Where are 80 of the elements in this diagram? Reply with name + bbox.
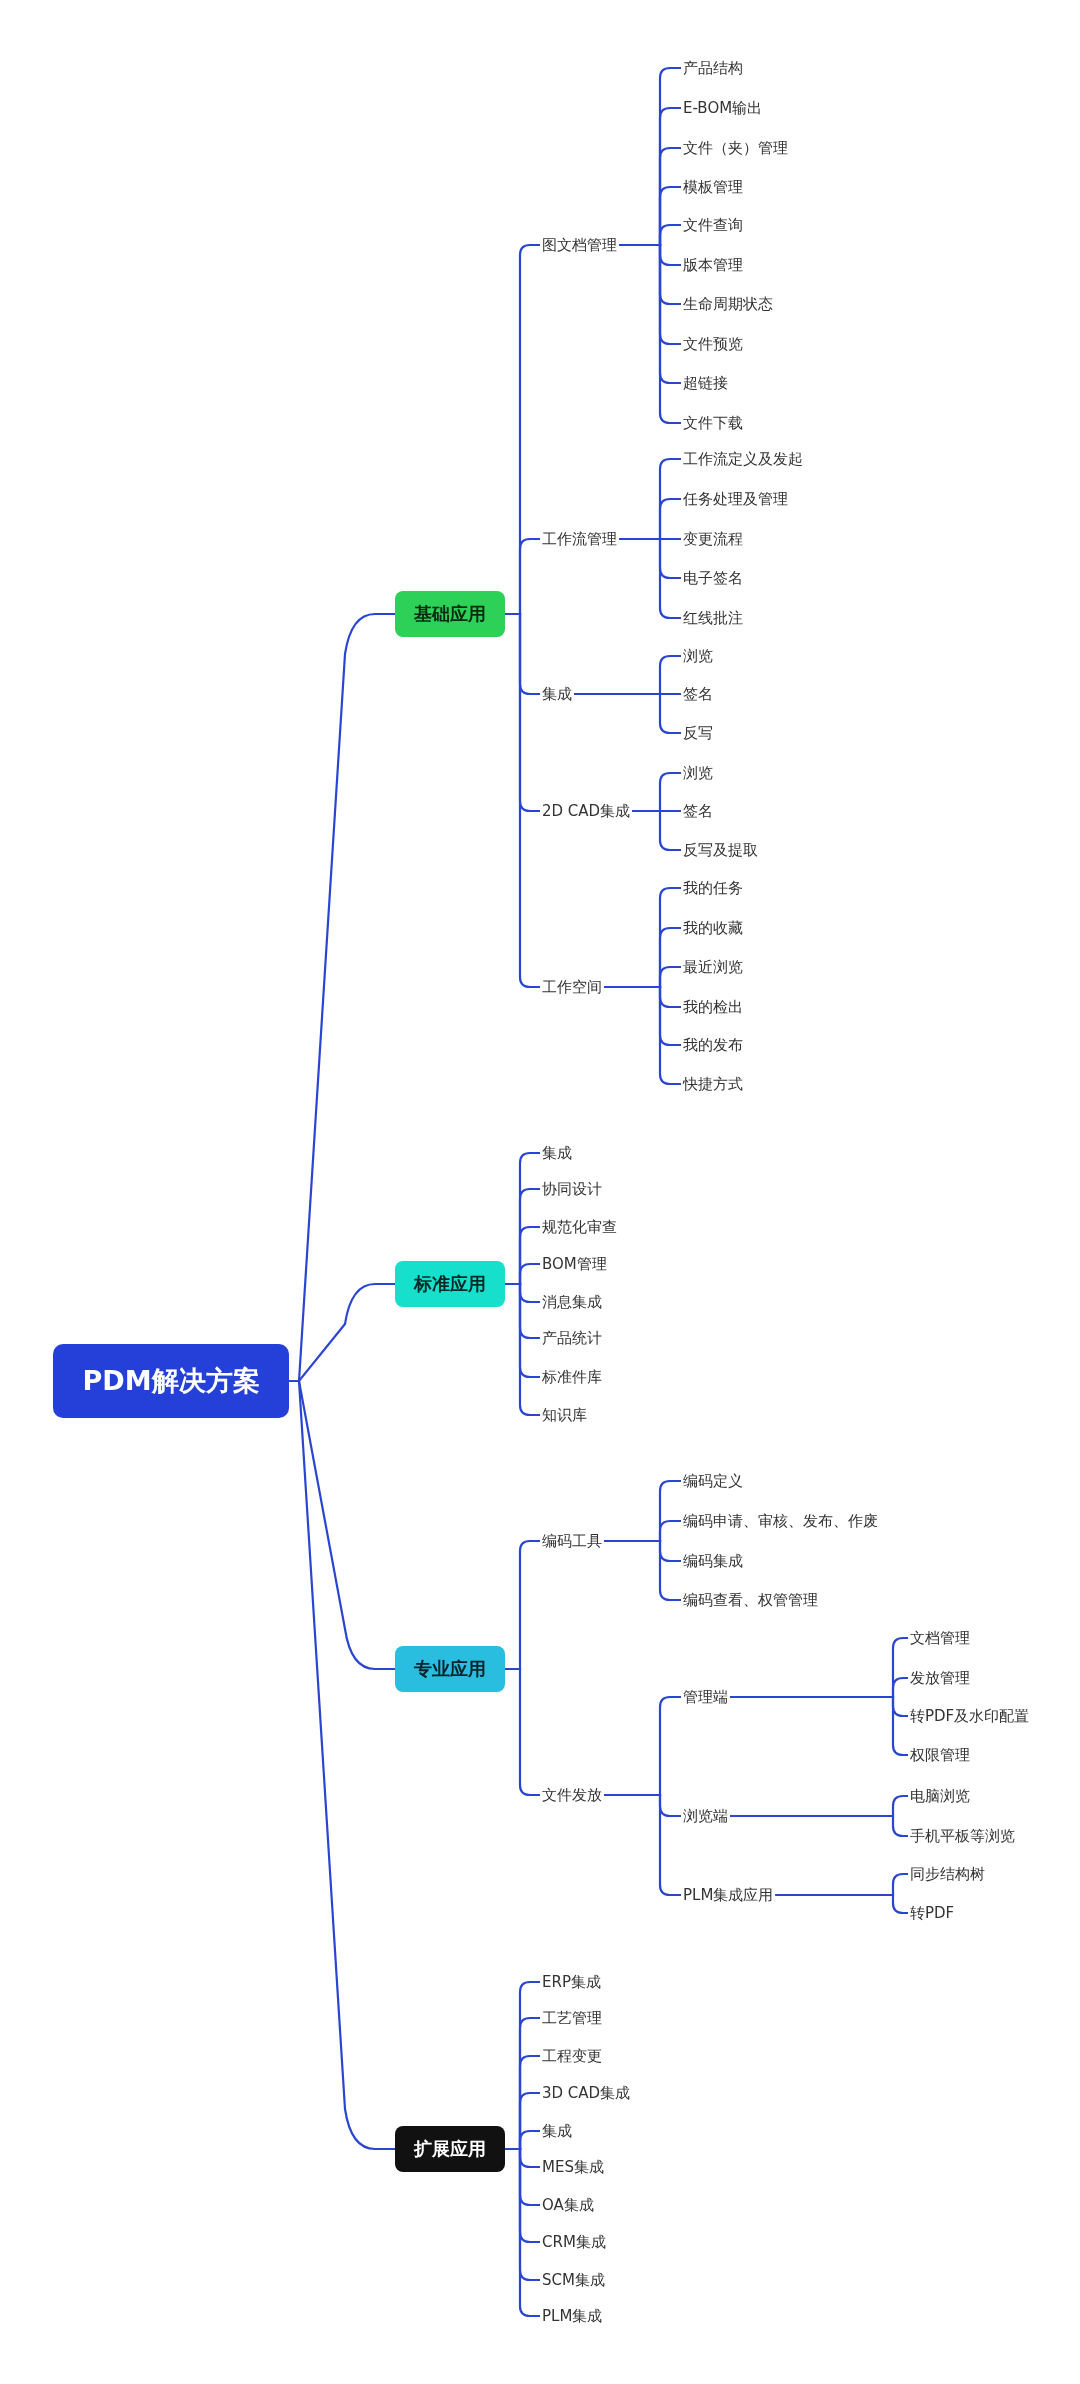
topic-label: 文件查询 (681, 213, 745, 237)
topic-label: 工艺管理 (540, 2006, 604, 2030)
topic-label: 浏览 (681, 644, 715, 668)
branch-connector (574, 692, 681, 735)
branch-connector (730, 1814, 908, 1838)
topic-label: 电子签名 (681, 566, 745, 590)
topic-label: 签名 (681, 799, 715, 823)
topic-label: 我的检出 (681, 995, 745, 1019)
topic-label: 文件下载 (681, 411, 745, 435)
topic-label: 快捷方式 (681, 1072, 745, 1096)
topic-label: 模板管理 (681, 175, 745, 199)
subtopic-label: 集成 (540, 682, 574, 706)
topic-label: 电脑浏览 (908, 1784, 972, 1808)
branch-connector (632, 809, 681, 852)
topic-label: 我的任务 (681, 876, 745, 900)
topic-label: 最近浏览 (681, 955, 745, 979)
topic-label: 签名 (681, 682, 715, 706)
topic-label: 转PDF (908, 1901, 957, 1925)
branch-connector (775, 1893, 908, 1915)
topic-label: SCM集成 (540, 2268, 607, 2292)
subtopic-label: 管理端 (681, 1685, 730, 1709)
topic-label: 版本管理 (681, 253, 745, 277)
branch-topic-box: 基础应用 (395, 591, 505, 637)
topic-label: 集成 (540, 1141, 574, 1165)
subtopic-label: 编码工具 (540, 1529, 604, 1553)
branch-topic-box: 扩展应用 (395, 2126, 505, 2172)
topic-label: 权限管理 (908, 1743, 972, 1767)
topic-label: 转PDF及水印配置 (908, 1704, 1032, 1728)
topic-label: 文件（夹）管理 (681, 136, 790, 160)
subtopic-label: 工作流管理 (540, 527, 619, 551)
topic-label: 消息集成 (540, 1290, 604, 1314)
branch-connector (604, 1539, 681, 1602)
subtopic-label: 工作空间 (540, 975, 604, 999)
topic-label: BOM管理 (540, 1252, 609, 1276)
topic-label: 规范化审查 (540, 1215, 619, 1239)
branch-connector (505, 612, 540, 989)
topic-label: 同步结构树 (908, 1862, 987, 1886)
subtopic-label: 图文档管理 (540, 233, 619, 257)
topic-label: 工程变更 (540, 2044, 604, 2068)
topic-label: MES集成 (540, 2155, 606, 2179)
topic-label: 编码定义 (681, 1469, 745, 1493)
topic-label: CRM集成 (540, 2230, 608, 2254)
subtopic-label: 文件发放 (540, 1783, 604, 1807)
topic-label: 知识库 (540, 1403, 589, 1427)
topic-label: 反写 (681, 721, 715, 745)
topic-label: 工作流定义及发起 (681, 447, 805, 471)
topic-label: 文档管理 (908, 1626, 972, 1650)
topic-label: 3D CAD集成 (540, 2081, 633, 2105)
topic-label: 编码申请、审核、发布、作废 (681, 1509, 880, 1533)
topic-label: 文件预览 (681, 332, 745, 356)
topic-label: 标准件库 (540, 1365, 604, 1389)
subtopic-label: 2D CAD集成 (540, 799, 633, 823)
topic-label: OA集成 (540, 2193, 596, 2217)
subtopic-label: PLM集成应用 (681, 1883, 776, 1907)
topic-label: E-BOM输出 (681, 96, 765, 120)
topic-label: 红线批注 (681, 606, 745, 630)
topic-label: 任务处理及管理 (681, 487, 790, 511)
topic-label: ERP集成 (540, 1970, 603, 1994)
topic-label: 变更流程 (681, 527, 745, 551)
branch-connector (505, 2147, 540, 2318)
subtopic-label: 浏览端 (681, 1804, 730, 1828)
branch-connector (505, 1282, 540, 1417)
topic-label: 集成 (540, 2119, 574, 2143)
topic-label: 我的发布 (681, 1033, 745, 1057)
topic-label: 手机平板等浏览 (908, 1824, 1017, 1848)
topic-label: 浏览 (681, 761, 715, 785)
topic-label: 发放管理 (908, 1666, 972, 1690)
branch-topic-box: 专业应用 (395, 1646, 505, 1692)
topic-label: 协同设计 (540, 1177, 604, 1201)
topic-label: 编码查看、权管管理 (681, 1588, 820, 1612)
topic-label: 编码集成 (681, 1549, 745, 1573)
branch-topic-box: 标准应用 (395, 1261, 505, 1307)
root-topic-box: PDM解决方案 (53, 1344, 289, 1418)
topic-label: 产品结构 (681, 56, 745, 80)
topic-label: 反写及提取 (681, 838, 760, 862)
topic-label: 生命周期状态 (681, 292, 775, 316)
topic-label: PLM集成 (540, 2304, 605, 2328)
topic-label: 我的收藏 (681, 916, 745, 940)
topic-label: 超链接 (681, 371, 730, 395)
topic-label: 产品统计 (540, 1326, 604, 1350)
